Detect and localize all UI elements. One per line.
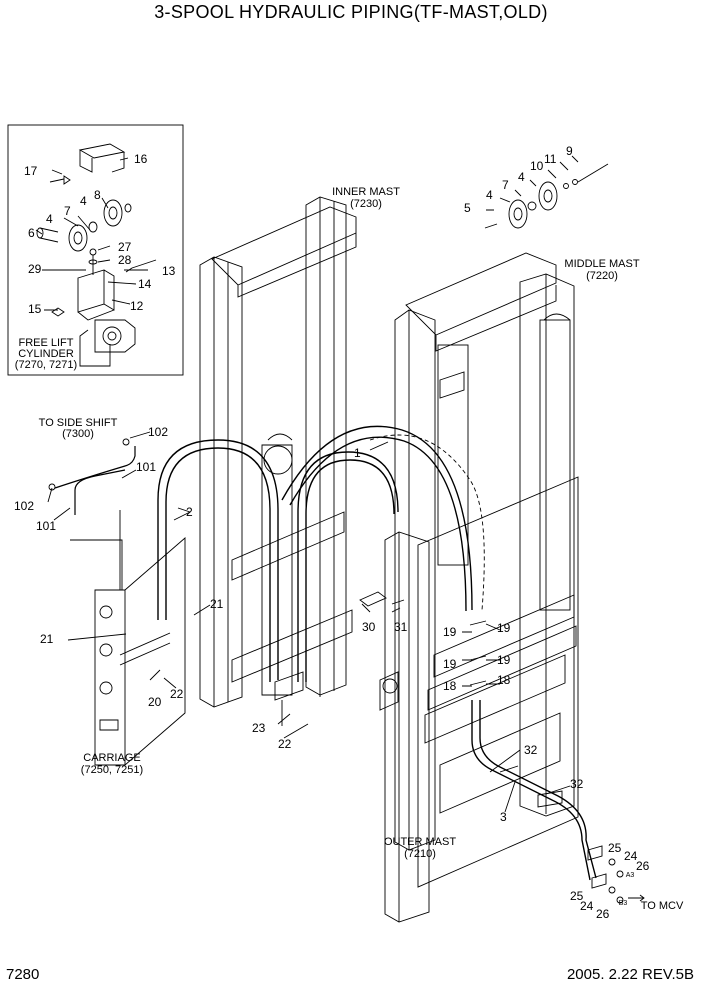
port-a3-label: A3 (626, 872, 635, 879)
callout-7-top: 7 (502, 178, 509, 192)
carriage-code: (7250, 7251) (81, 764, 143, 776)
callout-19-d: 19 (497, 653, 511, 667)
callout-25-a: 25 (608, 841, 622, 855)
callout-102-left: 102 (14, 499, 34, 513)
callout-4-inset-b: 4 (46, 212, 53, 226)
callout-5: 5 (464, 201, 471, 215)
side-shift-label: TO SIDE SHIFT (39, 417, 118, 429)
callout-21-left: 21 (40, 632, 54, 646)
carriage-label: CARRIAGE (83, 752, 140, 764)
callout-32-b: 32 (570, 777, 584, 791)
callout-29: 29 (28, 262, 42, 276)
callout-4-top: 4 (518, 170, 525, 184)
callout-22-carriage: 22 (170, 687, 184, 701)
callout-18-a: 18 (443, 679, 457, 693)
callout-19-b: 19 (497, 621, 511, 635)
inner-mast-label: INNER MAST (332, 186, 400, 198)
callout-16: 16 (134, 152, 148, 166)
callout-26-a: 26 (636, 859, 650, 873)
callout-15: 15 (28, 302, 42, 316)
callout-4-inset: 4 (80, 194, 87, 208)
callout-27: 27 (118, 240, 132, 254)
callout-28: 28 (118, 253, 132, 267)
callout-17: 17 (24, 164, 38, 178)
callout-2: 2 (186, 505, 193, 519)
callout-3: 3 (500, 810, 507, 824)
callout-25-b: 25 (570, 889, 584, 903)
callout-30: 30 (362, 620, 376, 634)
middle-mast-code: (7220) (586, 270, 618, 282)
middle-mast-label: MIDDLE MAST (564, 258, 639, 270)
callout-8: 8 (94, 188, 101, 202)
callout-18-b: 18 (497, 673, 511, 687)
callout-12: 12 (130, 299, 144, 313)
outer-mast-code: (7210) (404, 848, 436, 860)
callout-23: 23 (252, 721, 266, 735)
page-number: 7280 (6, 966, 40, 983)
free-lift-code: (7270, 7271) (15, 359, 77, 371)
callout-10: 10 (530, 159, 544, 173)
callout-20: 20 (148, 695, 162, 709)
callout-101-left: 101 (36, 519, 56, 533)
inner-mast-code: (7230) (350, 198, 382, 210)
callout-7-inset: 7 (64, 204, 71, 218)
free-lift-inset-box (7, 124, 184, 376)
callout-19-a: 19 (443, 625, 457, 639)
callout-31: 31 (394, 620, 408, 634)
callout-13: 13 (162, 264, 176, 278)
callout-19-c: 19 (443, 657, 457, 671)
side-shift-code: (7300) (62, 428, 94, 440)
callout-102-top: 102 (148, 425, 168, 439)
free-lift-label: FREE LIFT (18, 337, 73, 349)
to-mcv-label: TO MCV (641, 900, 684, 912)
outer-mast-label: OUTER MAST (384, 836, 456, 848)
callout-9: 9 (566, 144, 573, 158)
callout-14: 14 (138, 277, 152, 291)
callout-24-a: 24 (624, 849, 638, 863)
callout-32-a: 32 (524, 743, 538, 757)
callout-21-right: 21 (210, 597, 224, 611)
callout-26-b: 26 (596, 907, 610, 921)
callout-11: 11 (544, 152, 557, 166)
callout-1: 1 (354, 446, 361, 460)
page-title: 3-SPOOL HYDRAULIC PIPING(TF-MAST,OLD) (154, 2, 548, 22)
revision-date: 2005. 2.22 REV.5B (566, 966, 694, 983)
callout-22-mast: 22 (278, 737, 292, 751)
callout-24-b: 24 (580, 899, 594, 913)
callout-4-top-b: 4 (486, 188, 493, 202)
port-b3-label: B3 (619, 900, 628, 907)
callout-101-top: 101 (136, 460, 156, 474)
free-lift-cylinder-label: CYLINDER (18, 348, 74, 360)
callout-6: 6 (28, 226, 35, 240)
